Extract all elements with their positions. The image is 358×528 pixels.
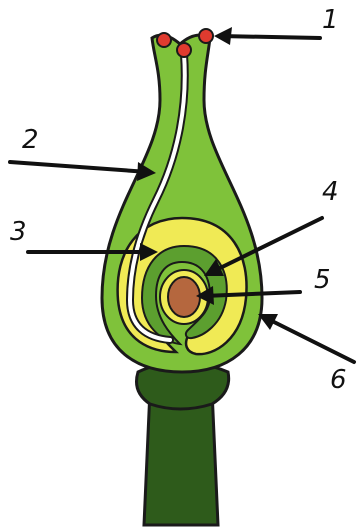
label-5: 5 — [314, 265, 331, 295]
arrow-2 — [10, 162, 148, 172]
arrow-1 — [220, 36, 320, 38]
label-6: 6 — [330, 365, 347, 395]
egg-cell — [168, 277, 200, 317]
pollen-grain-icon — [157, 33, 171, 47]
pollen-grain-icon — [199, 29, 213, 43]
label-2: 2 — [22, 125, 39, 155]
pollen-grain-icon — [177, 43, 191, 57]
arrow-6 — [266, 318, 354, 362]
arrowhead-1 — [214, 27, 232, 45]
label-1: 1 — [322, 5, 339, 35]
label-4: 4 — [322, 177, 339, 207]
label-3: 3 — [10, 217, 27, 247]
